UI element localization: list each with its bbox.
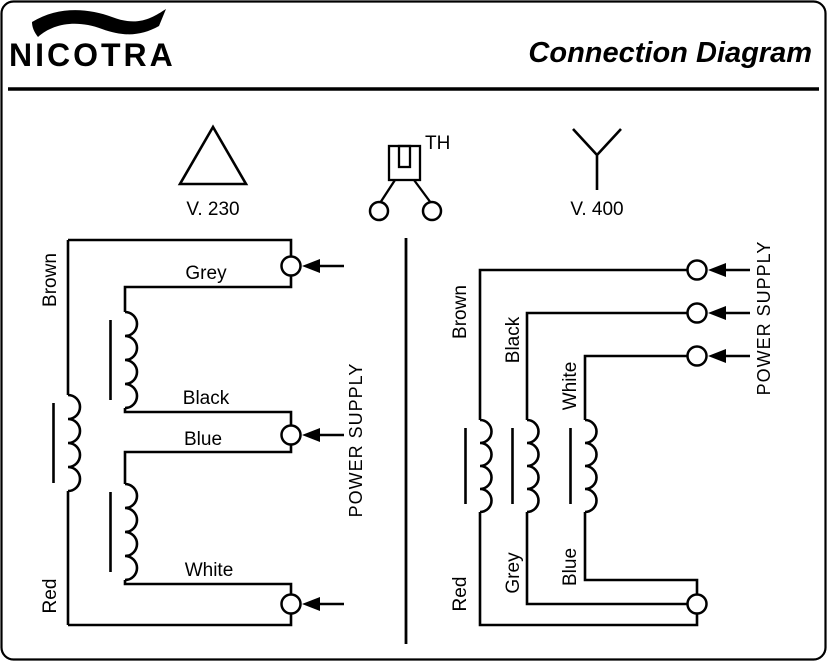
wire-label-black: Black [183,388,230,409]
star-wire-black [525,311,688,420]
thermal-protector-symbol [368,144,443,222]
wire-label-white: White [560,362,581,411]
terminal [686,259,708,281]
power-supply-label: POWER SUPPLY [346,363,366,518]
wire-label-brown: Brown [450,285,471,339]
delta-voltage-label: V. 230 [186,199,239,220]
terminal [280,424,302,446]
delta-wire-white [123,580,293,595]
star-voltage-label: V. 400 [570,199,623,220]
power-supply-label: POWER SUPPLY [754,241,774,396]
terminal [280,593,302,615]
wire-label-brown: Brown [40,253,61,307]
wire-label-grey: Grey [503,552,524,594]
winding-coil [584,418,598,514]
brand-logo: NICOTRA [9,9,176,73]
wire-label-grey: Grey [185,263,227,284]
wire-label-white: White [185,560,234,581]
supply-arrow-icon [708,306,750,320]
wire-label-blue: Blue [184,429,222,450]
delta-wire-bottom [68,613,293,627]
thermal-contact [397,144,412,169]
delta-circuit: Brown Grey Black Blue White Red POWER SU… [40,238,366,627]
wire-label-blue: Blue [560,548,581,586]
star-wire-blue [583,512,699,595]
supply-arrow-icon [708,263,750,277]
winding-coil [124,310,139,410]
star-wire-red [478,512,699,627]
winding-coil [124,482,139,582]
supply-arrow-icon [302,597,344,611]
brand-swoosh-icon [32,9,166,37]
winding-coil [479,418,493,514]
star-point-terminal [686,593,708,615]
terminal [686,302,708,324]
terminal [686,345,708,367]
star-wire-grey [525,512,688,606]
thermal-label: TH [425,133,450,154]
delta-wire-black [123,408,293,426]
thermal-body [387,144,422,182]
delta-symbol-icon [177,124,249,186]
delta-wire-grey [123,275,293,312]
thermal-lead-right [413,179,432,204]
winding-coil [526,418,540,514]
supply-arrow-icon [302,428,344,442]
star-circuit: Brown Black White Red Grey Blue POWER SU… [450,241,774,627]
winding-coil [67,393,82,493]
brand-name: NICOTRA [9,37,176,73]
star-wire-white [583,354,688,420]
terminal [280,255,302,277]
delta-wire-top [68,238,293,257]
wire-label-red: Red [40,579,61,614]
wire-label-black: Black [503,316,524,363]
delta-wire-blue [123,444,293,484]
star-wire-brown [478,268,688,420]
thermal-lead-left [379,179,396,204]
page-title: Connection Diagram [528,37,812,69]
thermal-terminal-right [421,200,443,222]
thermal-terminal-left [368,200,390,222]
supply-arrow-icon [302,259,344,273]
wire-label-red: Red [450,577,471,612]
supply-arrow-icon [708,349,750,363]
star-symbol-icon [572,128,622,190]
